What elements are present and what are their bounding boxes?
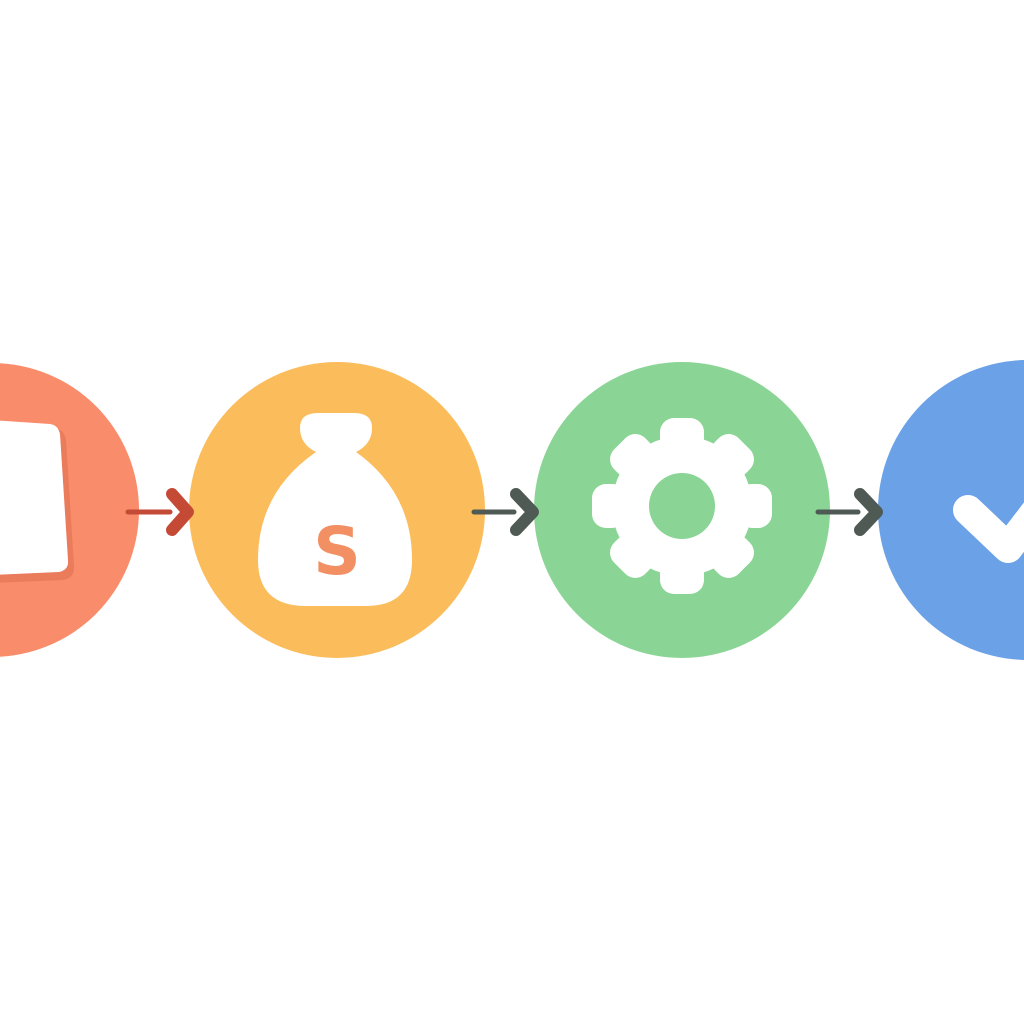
step-2: S <box>189 362 485 658</box>
step-3 <box>534 362 830 658</box>
arrow-3-head <box>854 488 883 536</box>
card-icon <box>0 420 75 583</box>
money-bag-icon: S <box>258 413 412 606</box>
arrow-1 <box>125 488 194 536</box>
checkmark-icon <box>953 495 1024 563</box>
step-1 <box>0 363 139 657</box>
gear-icon <box>592 418 772 594</box>
step-4-circle <box>878 360 1024 660</box>
step-4 <box>878 360 1024 660</box>
money-letter: S <box>313 513 361 590</box>
arrow-3 <box>815 488 883 536</box>
arrow-1-head <box>166 488 194 536</box>
arrow-2 <box>471 488 539 536</box>
arrow-2-head <box>510 488 539 536</box>
